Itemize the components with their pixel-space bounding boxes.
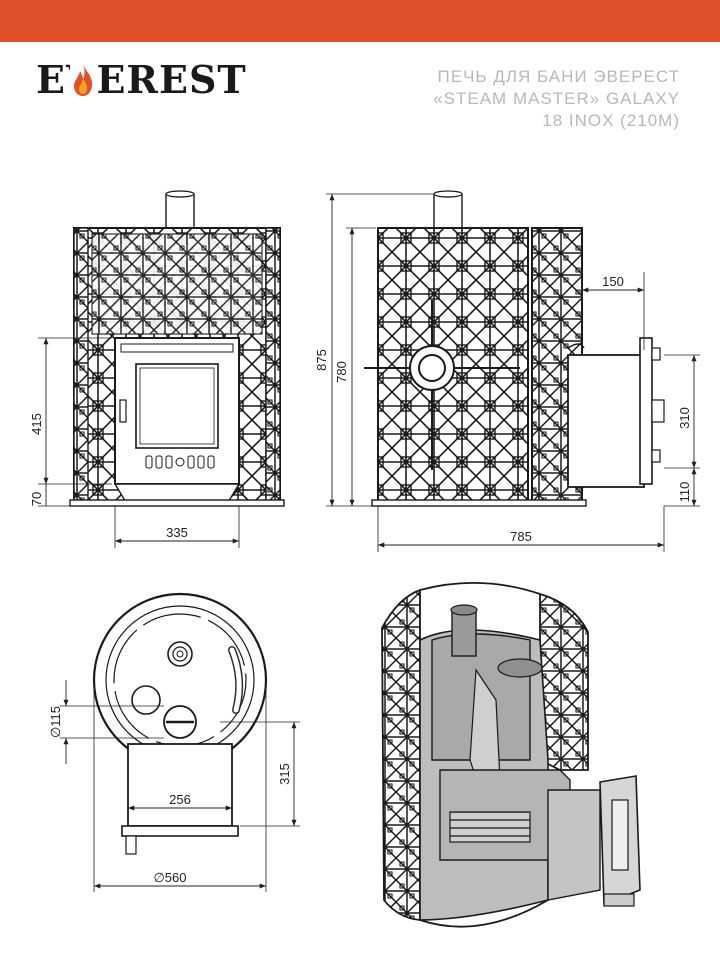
dim-side-110: 110 (677, 482, 692, 503)
dim-side-785: 785 (510, 529, 532, 544)
title-line-1: ПЕЧЬ ДЛЯ БАНИ ЭВЕРЕСТ (437, 67, 680, 86)
dim-front-335: 335 (166, 525, 188, 540)
dim-side-780: 780 (334, 361, 349, 383)
dim-front-70: 70 (29, 492, 44, 506)
front-door-glass (135, 363, 219, 449)
side-firebox-tunnel (567, 354, 645, 488)
side-dimensions: 875 780 150 310 110 785 (314, 193, 700, 552)
cutaway-chimney (451, 609, 477, 657)
dim-side-310: 310 (677, 407, 692, 429)
product-title: ПЕЧЬ ДЛЯ БАНИ ЭВЕРЕСТ «STEAM MASTER» GAL… (433, 66, 680, 132)
front-chimney (165, 193, 195, 229)
cutaway-render (381, 582, 641, 928)
cutaway-grate (449, 811, 531, 843)
top-flue (167, 641, 193, 667)
top-tunnel (127, 743, 233, 827)
top-dimensions: ∅115 256 315 ∅560 (48, 680, 300, 892)
dim-top-560: ∅560 (153, 870, 186, 885)
cutaway-casing-right (539, 592, 589, 771)
title-line-3: 18 INOX (210М) (542, 111, 680, 130)
dim-side-150: 150 (602, 274, 624, 289)
brand-logo: EVEREST (36, 58, 246, 102)
title-line-2: «STEAM MASTER» GALAXY (433, 89, 680, 108)
top-view (92, 592, 268, 855)
side-view (364, 190, 665, 507)
dim-side-875: 875 (314, 349, 329, 371)
front-dimensions: 415 70 335 (29, 337, 240, 548)
flame-icon (70, 62, 96, 98)
dim-top-315: 315 (277, 763, 292, 785)
dim-top-256: 256 (169, 792, 191, 807)
top-accent-bar (0, 0, 720, 42)
front-view (69, 190, 285, 507)
dim-top-115: ∅115 (48, 706, 63, 738)
dim-front-415: 415 (29, 413, 44, 435)
cutaway-casing-left (381, 588, 421, 921)
side-chimney (433, 193, 463, 229)
front-air-vents (145, 455, 215, 469)
